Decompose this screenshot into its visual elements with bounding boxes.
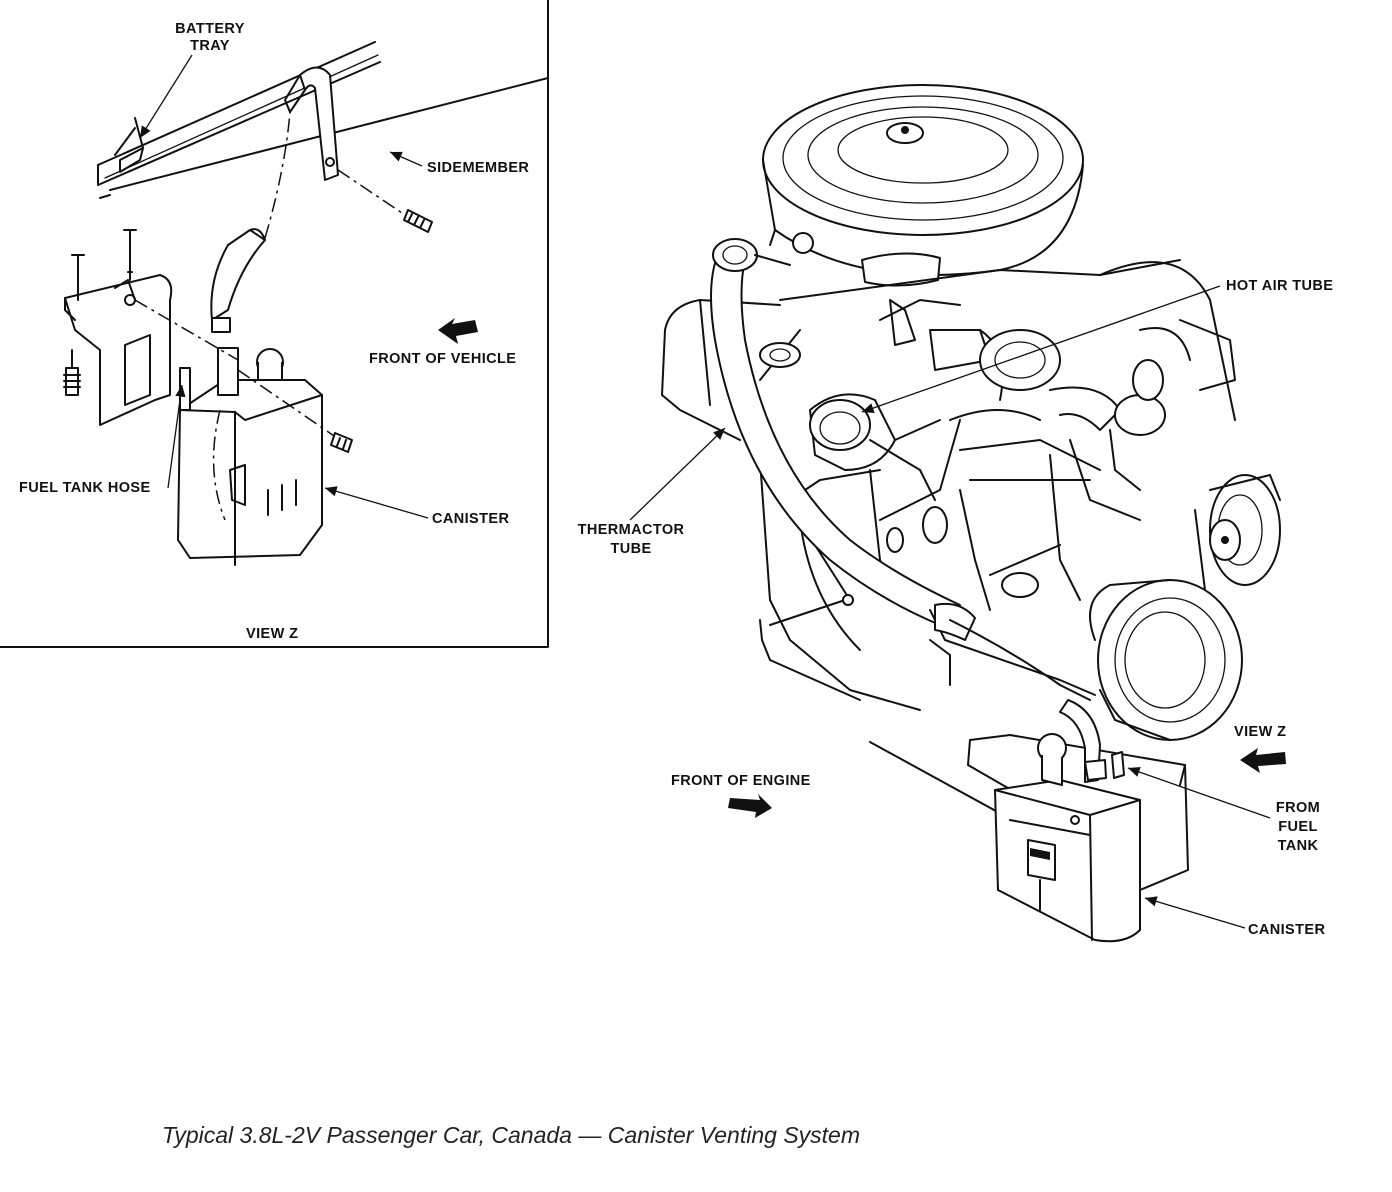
view-z-arrow (1240, 748, 1286, 773)
pulley (1089, 579, 1243, 741)
front-of-engine-label: FRONT OF ENGINE (671, 773, 811, 789)
fan-hub (1194, 474, 1281, 591)
inset-hose (210, 111, 291, 333)
sidemember-label: SIDEMEMBER (427, 160, 529, 176)
mounting-bracket (64, 229, 173, 426)
inset-canister-leader (324, 486, 429, 519)
thermactor-tube-label-line2: TUBE (610, 541, 651, 557)
main-hose (1059, 699, 1107, 783)
canister-bolt (330, 432, 353, 453)
hot-air-tube-label: HOT AIR TUBE (1226, 278, 1333, 294)
figure-caption: Typical 3.8L-2V Passenger Car, Canada — … (162, 1122, 860, 1148)
bracket-bolt-left (63, 349, 81, 396)
front-of-vehicle-arrow (438, 318, 478, 344)
thermactor-tube-label-line1: THERMACTOR (578, 522, 685, 538)
thermactor-tube (710, 232, 1096, 701)
air-cleaner (762, 84, 1084, 287)
fuel-tank-hose-label: FUEL TANK HOSE (19, 480, 151, 496)
from-fuel-tank-label-line1: FROM (1276, 800, 1320, 816)
inset-view-frame (0, 0, 549, 648)
battery-tray-label-line1: BATTERY (175, 21, 245, 37)
hot-air-tube-leader (861, 285, 1221, 414)
from-fuel-tank-label-line3: TANK (1278, 838, 1319, 854)
inset-canister (134, 299, 341, 566)
engine-block (661, 259, 1236, 711)
fuel-tank-hose-leader (167, 384, 186, 489)
battery-tray-label-line2: TRAY (190, 38, 230, 54)
from-fuel-tank-leader (1127, 766, 1271, 819)
inset-canister-label: CANISTER (432, 511, 509, 527)
bracket-strap (284, 66, 339, 181)
sidemember-bolt (337, 169, 433, 233)
main-canister-label: CANISTER (1248, 922, 1325, 938)
front-of-engine-arrow (728, 794, 772, 818)
main-view-label: VIEW Z (1234, 724, 1286, 740)
battery-tray-leader (139, 54, 193, 139)
hot-air-tube-inlet (809, 393, 941, 501)
main-canister-leader (1144, 896, 1246, 929)
inset-view-label: VIEW Z (246, 626, 298, 642)
from-fuel-tank-label-line2: FUEL (1278, 819, 1317, 835)
thermactor-tube-leader (629, 427, 726, 521)
sidemember-leader (389, 151, 423, 167)
front-of-vehicle-label: FRONT OF VEHICLE (369, 351, 516, 367)
main-canister (994, 733, 1141, 943)
